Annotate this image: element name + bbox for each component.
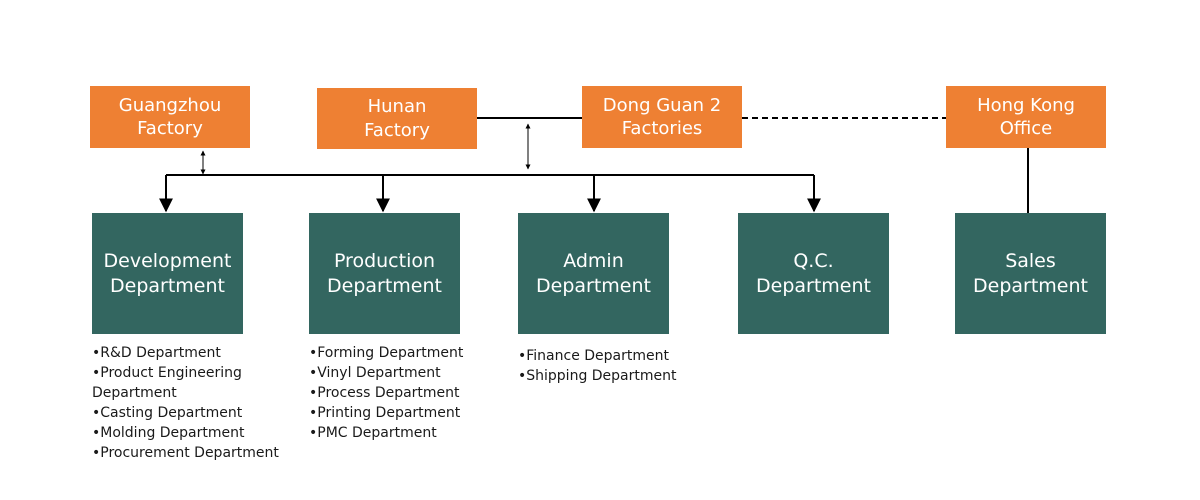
list-item: •Product Engineering — [92, 365, 242, 381]
list-item: •Finance Department — [518, 348, 669, 364]
list-item: •R&D Department — [92, 345, 221, 361]
development-subunit-list: •R&D Department •Product Engineering Dep… — [92, 343, 292, 463]
list-item: •Vinyl Department — [309, 365, 441, 381]
list-item: Department — [92, 385, 177, 401]
qc-department-label: Q.C.Department — [756, 249, 871, 297]
list-item: •Forming Department — [309, 345, 464, 361]
list-item: •PMC Department — [309, 425, 437, 441]
production-subunit-list: •Forming Department •Vinyl Department •P… — [309, 343, 499, 443]
list-item: •Process Department — [309, 385, 460, 401]
list-item: •Printing Department — [309, 405, 461, 421]
list-item: •Shipping Department — [518, 368, 677, 384]
list-item: •Molding Department — [92, 425, 245, 441]
list-item: •Casting Department — [92, 405, 243, 421]
admin-subunit-list: •Finance Department •Shipping Department — [518, 346, 708, 386]
list-item: •Procurement Department — [92, 445, 279, 461]
qc-department-box: Q.C.Department — [738, 213, 889, 334]
